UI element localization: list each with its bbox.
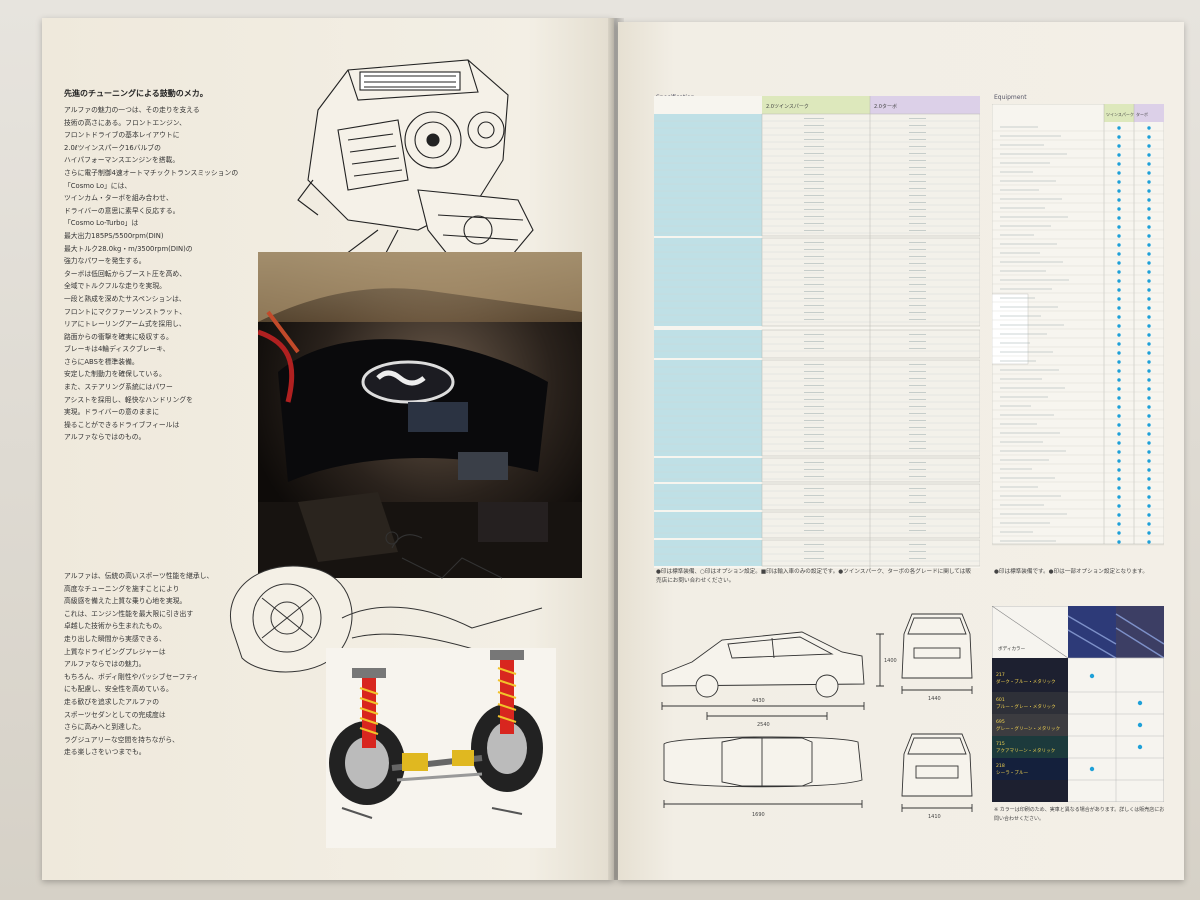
vehicle-dimension-drawings: 4430 2540 1400 1690 1440 1410: [661, 613, 973, 820]
color-name-3: グレー・グリーン・メタリック: [996, 725, 1060, 732]
brochure-right-page: Specification Equipment 2.0ツインスパーク2.0ターボ…: [618, 22, 1184, 880]
suspension-brake-illustration: [230, 531, 556, 848]
dim-width-top: 1690: [752, 812, 765, 818]
color-name-5: シーラ・ブルー: [996, 769, 1029, 776]
equipment-table: ツインスパークターボ: [992, 104, 1164, 546]
section-heading: 先進のチューニングによる鼓動のメカ。: [64, 89, 208, 98]
color-name-2: ブルー・グレー・メタリック: [996, 703, 1056, 710]
dim-tread-rear: 1410: [928, 814, 941, 820]
color-code-1: 217: [996, 672, 1005, 678]
color-code-3: 695: [996, 719, 1005, 725]
body-paragraph-2: アルファは、伝統の高いスポーツ性能を継承し、 高度なチューニングを施すことにより…: [64, 572, 214, 757]
svg-text:2.0ツインスパーク: 2.0ツインスパーク: [766, 104, 809, 110]
color-chart: 217 ダーク・ブルー・メタリック 601 ブルー・グレー・メタリック 695 …: [992, 606, 1164, 802]
dim-tread-front: 1440: [928, 696, 941, 702]
specification-table: 2.0ツインスパーク 2.0ターボ: [654, 96, 980, 568]
color-name-4: アクアマリーン・メタリック: [996, 747, 1055, 754]
body-paragraph-1: アルファの魅力の一つは、その走りを支える 技術の高さにある。フロントエンジン、 …: [64, 106, 239, 442]
color-code-4: 715: [996, 741, 1005, 747]
color-header-label: ボディカラー: [998, 645, 1026, 652]
svg-text:2.0ターボ: 2.0ターボ: [874, 103, 897, 110]
svg-text:ツインスパーク: ツインスパーク: [1106, 111, 1134, 117]
svg-text:ターボ: ターボ: [1136, 111, 1148, 117]
spec-notes: ●印は標準装備、○印はオプション設定。■印は輸入車のみの設定です。●ツインスパー…: [656, 569, 971, 584]
color-footnote: ※ カラーは印刷のため、実車と異なる場合があります。詳しくは販売店にお問い合わせ…: [994, 807, 1165, 822]
dim-height: 1400: [884, 658, 897, 664]
equipment-table-title: Equipment: [994, 94, 1027, 101]
color-name-1: ダーク・ブルー・メタリック: [996, 678, 1056, 685]
equipment-notes: ●印は標準装備です。●印は一部オプション設定となります。: [994, 569, 1148, 575]
color-code-5: 218: [996, 763, 1005, 769]
engine-cutaway-illustration: [297, 59, 534, 269]
dim-wheelbase: 2540: [757, 722, 770, 728]
brochure-left-page: 先進のチューニングによる鼓動のメカ。 アルファの魅力の一つは、その走りを支える …: [42, 18, 614, 880]
color-code-2: 601: [996, 697, 1005, 703]
dim-length: 4430: [752, 698, 765, 704]
engine-bay-photo: [258, 252, 582, 578]
